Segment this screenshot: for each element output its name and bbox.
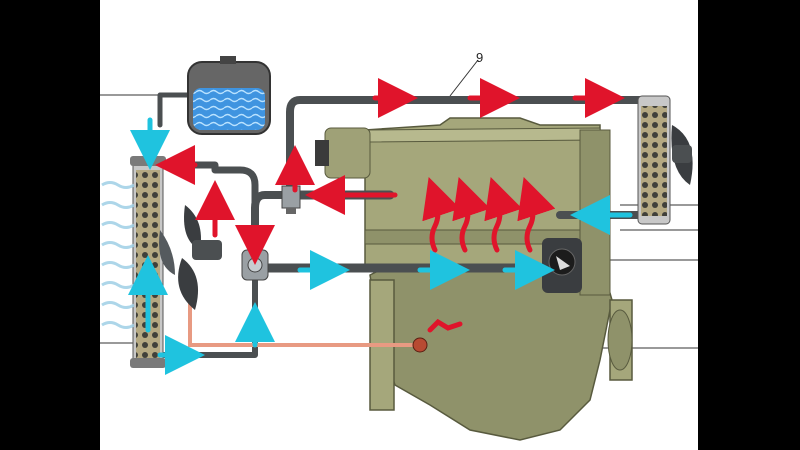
cold-flow-arrows <box>128 117 633 375</box>
expansion-tank-icon <box>187 56 271 135</box>
water-pump-icon <box>542 238 582 293</box>
temperature-sensor-icon <box>412 337 428 353</box>
radiator-icon <box>130 156 166 368</box>
callout-number: 9 <box>476 50 483 65</box>
engine-block <box>315 117 633 441</box>
thermostat-icon <box>241 249 269 281</box>
heater-core-icon <box>637 95 693 225</box>
fan-icon <box>159 205 222 310</box>
hot-flow-arrows <box>155 78 625 333</box>
